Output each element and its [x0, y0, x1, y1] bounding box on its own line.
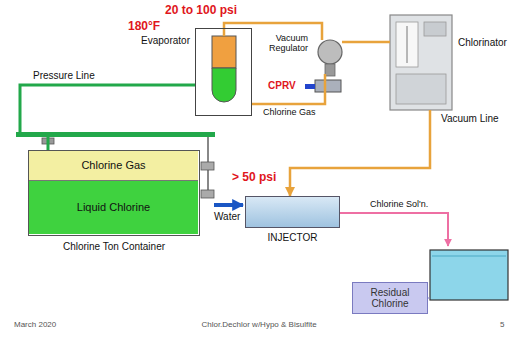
footer-title: Chlor.Dechlor w/Hypo & Bisulfite [201, 320, 316, 329]
water-inlet-arrow [214, 203, 243, 207]
liquid-chlorine-fill [212, 68, 236, 102]
chlorine-gas-fill [212, 36, 236, 68]
control-panel [424, 22, 446, 36]
liquid-band: Liquid Chlorine [29, 181, 198, 234]
ton-container: Chlorine Ton ContainerChlorine GasLiquid… [28, 150, 200, 236]
container-valve [201, 190, 214, 198]
vacuum-regulator-body [318, 40, 342, 64]
pressure-rating: 20 to 100 psi [165, 4, 237, 18]
page-number: 5 [500, 320, 504, 329]
cabinet-door [396, 74, 446, 104]
line-label: Vacuum Line [440, 113, 500, 125]
injector-body: INJECTOR [245, 196, 340, 228]
node-label: Liquid Chlorine [77, 201, 150, 214]
residual-chlorine-box: Residual Chlorine [352, 282, 428, 314]
cprv-handle [305, 84, 315, 89]
water-surface [432, 256, 506, 257]
line-label: Pressure Line [32, 70, 96, 82]
node-label: Residual Chlorine [359, 287, 421, 309]
contact-tank [430, 250, 508, 300]
node-label: Evaporator [141, 35, 190, 47]
node-label: Vacuum Regulator [258, 34, 308, 54]
container-valve [201, 162, 214, 170]
vacuum-regulator: Vacuum Regulator [258, 28, 342, 74]
regulator-stem [325, 64, 335, 76]
temperature: 180°F [128, 20, 160, 34]
flow-meter-tube [407, 26, 408, 63]
node-label: Chlorine Gas [81, 159, 145, 172]
valve-name: CPRV [268, 80, 296, 92]
line-label: Chlorine Gas [262, 107, 317, 117]
sample-line [428, 298, 430, 299]
pipe-connector [20, 85, 195, 150]
flow-meter [396, 22, 418, 67]
flow-label: Water [214, 211, 240, 223]
pressure-rating: > 50 psi [232, 171, 276, 185]
pipe-connector [290, 110, 430, 196]
gas-band: Chlorine Gas [29, 151, 198, 181]
flow-label: Chlorine Sol'n. [370, 199, 428, 209]
node-label: Chlorinator [458, 37, 507, 49]
cprv-valve [315, 80, 341, 92]
footer-date: March 2020 [14, 320, 56, 329]
chlorinator: Chlorinator [390, 15, 452, 110]
pipe-connector [252, 74, 325, 104]
pipe-connector [342, 41, 390, 44]
solution-line [340, 213, 448, 246]
evaporator-vessel: Evaporator [195, 28, 252, 116]
chlorinator-cabinet-body [390, 15, 452, 110]
node-label: INJECTOR [246, 232, 339, 244]
node-label: Chlorine Ton Container [29, 241, 199, 253]
